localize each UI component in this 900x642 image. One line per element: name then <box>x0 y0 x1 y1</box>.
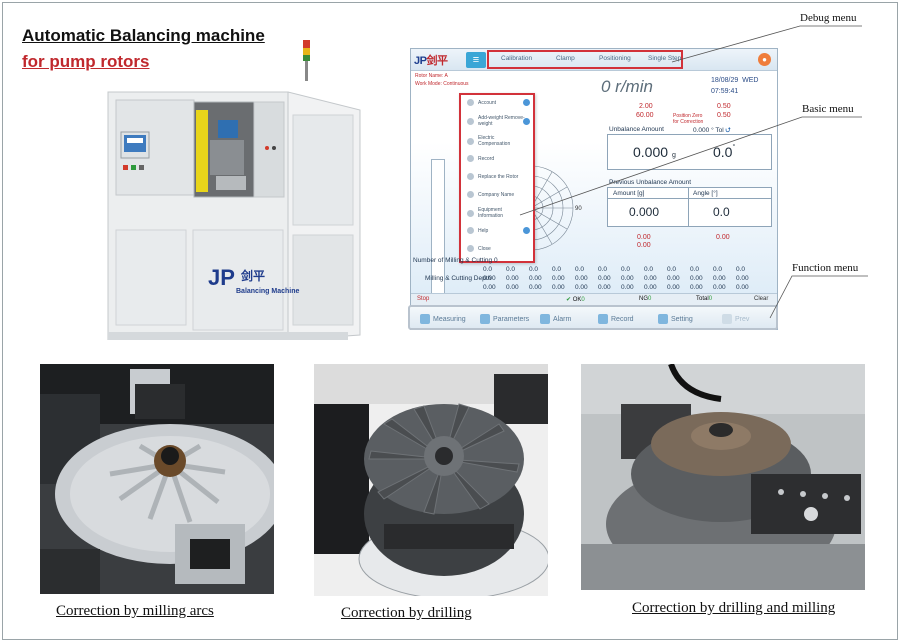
unbalance-amount: 0.000 g <box>633 144 676 160</box>
status-bar: Stop ✔ OK0 NG0 Total0 Clear <box>411 293 777 305</box>
func-setting[interactable]: Setting <box>658 314 693 324</box>
unbalance-label: Unbalance Amount <box>609 126 664 133</box>
menu-item-account[interactable]: Account <box>467 99 530 106</box>
record-icon <box>598 314 608 324</box>
measuring-icon <box>420 314 430 324</box>
clear-button[interactable]: Clear <box>754 296 769 302</box>
unbalance-angle: 0.0° <box>713 144 736 160</box>
func-measuring[interactable]: Measuring <box>420 314 466 324</box>
date: 18/08/29 WED <box>711 77 759 84</box>
record-icon <box>467 155 474 162</box>
caption-drilling: Correction by drilling <box>341 605 472 621</box>
menu-item-add-remove-weight[interactable]: Add-weight Remove-weight <box>467 115 530 127</box>
menu-item-help[interactable]: Help <box>467 227 530 234</box>
help-icon <box>467 227 474 234</box>
chevron-right-icon <box>523 99 530 106</box>
prev-angle-header: Angle [°] <box>693 190 718 197</box>
func-prev[interactable]: Prev <box>722 314 749 324</box>
alarm-icon <box>540 314 550 324</box>
setting-icon <box>658 314 668 324</box>
machine-logo-text: Balancing Machine <box>236 288 300 295</box>
prev-amount-header: Amount [g] <box>613 190 645 197</box>
status-ok: ✔ OK0 <box>566 297 585 303</box>
status-total: Total0 <box>696 296 713 302</box>
compensation-icon <box>467 137 474 145</box>
hmi-logo: JP剑平 <box>414 55 448 67</box>
menu-item-replace-rotor[interactable]: Replace the Rotor <box>467 173 518 180</box>
hamburger-icon[interactable]: ≡ <box>466 52 486 68</box>
milling-depth-label: Milling & Cutting Depth <box>425 275 492 282</box>
time: 07:59:41 <box>711 88 739 95</box>
rotor-name: Rotor Name: A <box>415 73 448 79</box>
hmi-screen: JP剑平 ≡ Calibration Clamp Positioning Sin… <box>410 48 778 330</box>
position-zero-label: Position Zero <box>673 113 703 119</box>
replace-icon <box>467 173 474 180</box>
account-icon <box>467 99 474 106</box>
company-icon <box>467 191 474 198</box>
menu-item-record[interactable]: Record <box>467 155 494 162</box>
prev-red-2: 0.00 <box>637 242 651 249</box>
status-ng: NG0 <box>639 296 652 302</box>
info-icon <box>467 209 474 217</box>
prev-red-1: 0.00 <box>637 234 651 241</box>
polar-plot: 90 <box>531 165 582 251</box>
for-correction-label: for Correction <box>673 119 704 125</box>
prev-angle: 0.0 <box>713 205 730 219</box>
function-menu-bar: Measuring Parameters Alarm Record Settin… <box>408 305 778 330</box>
menu-item-electric-compensation[interactable]: Electric Compensation <box>467 135 527 147</box>
red-value-left-1: 2.00 <box>639 103 653 110</box>
prev-red-angle: 0.00 <box>716 234 730 241</box>
milling-count-label: Number of Milling & Cutting 0 <box>413 257 498 264</box>
red-value-left-2: 60.00 <box>636 112 654 119</box>
photo-drilling <box>314 364 548 596</box>
func-record[interactable]: Record <box>598 314 634 324</box>
prev-icon <box>722 314 732 324</box>
work-mode: Work Mode: Continuous <box>415 81 469 87</box>
user-icon[interactable]: ● <box>758 53 771 66</box>
menu-item-equipment-info[interactable]: Equipment Information <box>467 207 527 219</box>
caption-milling-arcs: Correction by milling arcs <box>56 603 214 619</box>
photo-drilling-and-milling <box>581 364 865 590</box>
unbalance-box <box>607 134 772 170</box>
tab-clamp[interactable]: Clamp <box>556 55 575 62</box>
weight-icon <box>467 117 474 125</box>
machine-logo-cn: 剑平 <box>240 268 265 283</box>
title-line-1: Automatic Balancing machine <box>22 26 265 45</box>
tab-calibration[interactable]: Calibration <box>501 55 533 62</box>
previous-label: Previous Unbalance Amount <box>609 179 692 186</box>
red-value-right-1: 0.50 <box>717 103 731 110</box>
machine-logo-letters: JP <box>208 265 235 290</box>
tab-positioning[interactable]: Positioning <box>599 55 631 62</box>
prev-amount: 0.000 <box>629 205 660 219</box>
menu-item-company-name[interactable]: Company Name <box>467 191 514 198</box>
menu-item-close[interactable]: Close <box>467 245 491 252</box>
chevron-right-icon <box>523 117 530 125</box>
func-alarm[interactable]: Alarm <box>540 314 571 324</box>
func-parameters[interactable]: Parameters <box>480 314 529 324</box>
callout-basic-menu: Basic menu <box>802 103 854 115</box>
debug-menu-highlight <box>487 50 683 69</box>
title-line-2: for pump rotors <box>22 52 150 71</box>
close-icon <box>467 245 474 252</box>
photo-milling-arcs <box>40 364 274 594</box>
polar-label: 90 <box>575 206 582 212</box>
parameters-icon <box>480 314 490 324</box>
hmi-body: Rotor Name: A Work Mode: Continuous 0 r/… <box>411 71 777 307</box>
tab-single-step[interactable]: Single Step <box>648 55 682 62</box>
caption-drilling-and-milling: Correction by drilling and milling <box>632 600 836 616</box>
basic-menu-panel: Account Add-weight Remove-weight Electri… <box>459 93 535 263</box>
callout-function-menu: Function menu <box>792 262 859 274</box>
speed-readout: 0 r/min <box>601 77 653 96</box>
status-stop: Stop <box>417 296 430 302</box>
callout-debug-menu: Debug menu <box>800 12 857 24</box>
balancing-machine-illustration: JP 剑平 Balancing Machine <box>107 40 361 340</box>
chevron-right-icon <box>523 227 530 234</box>
hmi-header: JP剑平 ≡ Calibration Clamp Positioning Sin… <box>411 49 777 71</box>
red-value-right-2: 0.50 <box>717 112 731 119</box>
